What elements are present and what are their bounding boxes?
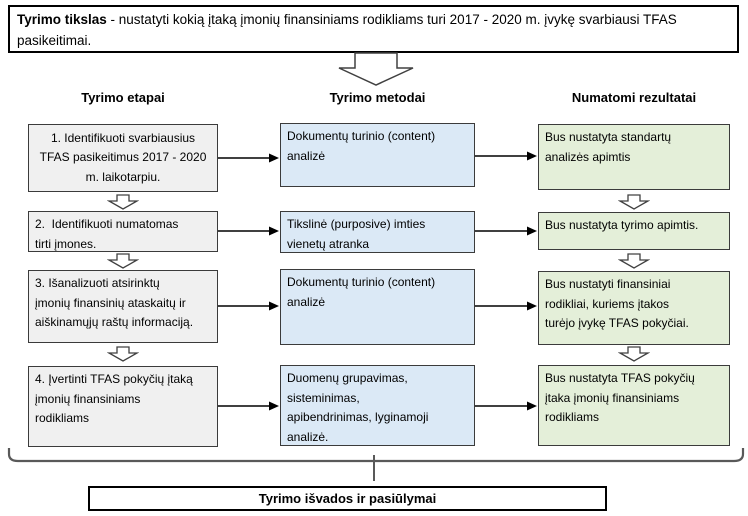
result-box-4: Bus nustatyta TFAS pokyčių įtaka įmonių … bbox=[538, 365, 730, 446]
stage-box-2: 2. Identifikuoti numatomas tirti įmones. bbox=[28, 211, 218, 252]
flow-arrow-icon bbox=[218, 301, 279, 311]
stage-box-3: 3. Išanalizuoti atsirinktų įmonių finans… bbox=[28, 270, 218, 343]
stage-box-4: 4. Įvertinti TFAS pokyčių įtaką įmonių f… bbox=[28, 366, 218, 447]
conclusion-box: Tyrimo išvados ir pasiūlymai bbox=[88, 486, 607, 511]
research-goal-text: - nustatyti kokią įtaką įmonių finansini… bbox=[17, 12, 681, 48]
result-box-3: Bus nustatyti finansiniai rodikliai, kur… bbox=[538, 271, 730, 345]
flow-arrow-icon bbox=[475, 151, 537, 161]
stage-box-1: 1. Identifikuoti svarbiausius TFAS pasik… bbox=[28, 124, 218, 192]
flow-arrow-icon bbox=[218, 401, 279, 411]
small-down-arrow-icon bbox=[618, 194, 650, 210]
flow-arrow-icon bbox=[218, 153, 279, 163]
column-header-stages: Tyrimo etapai bbox=[81, 90, 165, 105]
method-box-3: Dokumentų turinio (content) analizė bbox=[280, 269, 475, 345]
method-box-1: Dokumentų turinio (content) analizė bbox=[280, 123, 475, 187]
small-down-arrow-icon bbox=[107, 194, 139, 210]
small-down-arrow-icon bbox=[107, 253, 139, 269]
column-header-methods: Tyrimo metodai bbox=[329, 90, 426, 105]
method-box-2: Tikslinė (purposive) imties vienetų atra… bbox=[280, 211, 475, 253]
flow-arrow-icon bbox=[475, 301, 537, 311]
small-down-arrow-icon bbox=[618, 253, 650, 269]
result-box-1: Bus nustatyta standartų analizės apimtis bbox=[538, 124, 730, 190]
small-down-arrow-icon bbox=[107, 346, 139, 362]
flow-arrow-icon bbox=[475, 401, 537, 411]
result-box-2: Bus nustatyta tyrimo apimtis. bbox=[538, 212, 730, 250]
small-down-arrow-icon bbox=[618, 346, 650, 362]
flow-arrow-icon bbox=[218, 226, 279, 236]
column-header-results: Numatomi rezultatai bbox=[571, 90, 697, 105]
flow-arrow-icon bbox=[475, 226, 537, 236]
method-box-4: Duomenų grupavimas, sisteminimas, apiben… bbox=[280, 365, 475, 446]
gathering-brace-icon bbox=[7, 448, 745, 481]
research-goal-box: Tyrimo tikslas - nustatyti kokią įtaką į… bbox=[8, 5, 739, 53]
big-down-arrow-icon bbox=[338, 52, 414, 86]
research-goal-label: Tyrimo tikslas bbox=[17, 12, 107, 27]
